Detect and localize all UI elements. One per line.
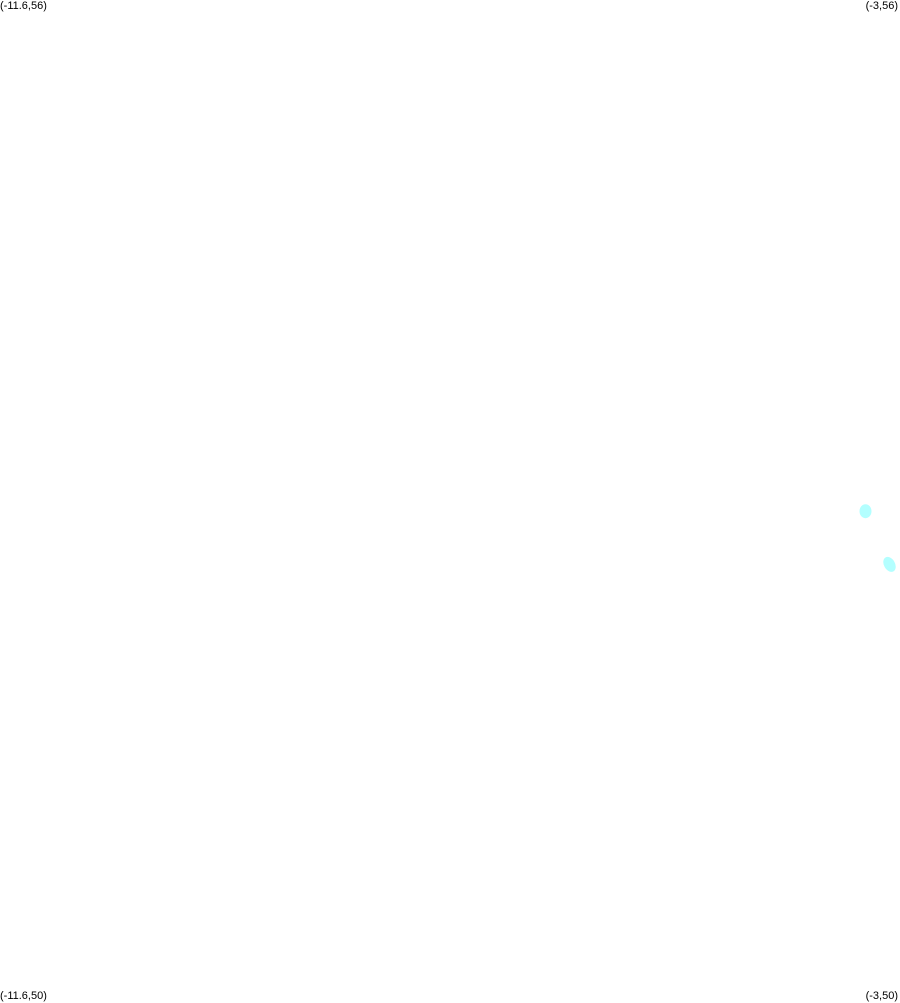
corner-label-top-left: (-11.6,56) <box>0 0 47 12</box>
island-1 <box>859 504 872 519</box>
corner-label-bottom-right: (-3,50) <box>865 990 898 1002</box>
island-2 <box>883 556 896 572</box>
corner-label-top-right: (-3,56) <box>865 0 898 12</box>
corner-label-bottom-left: (-11.6,50) <box>0 990 47 1002</box>
